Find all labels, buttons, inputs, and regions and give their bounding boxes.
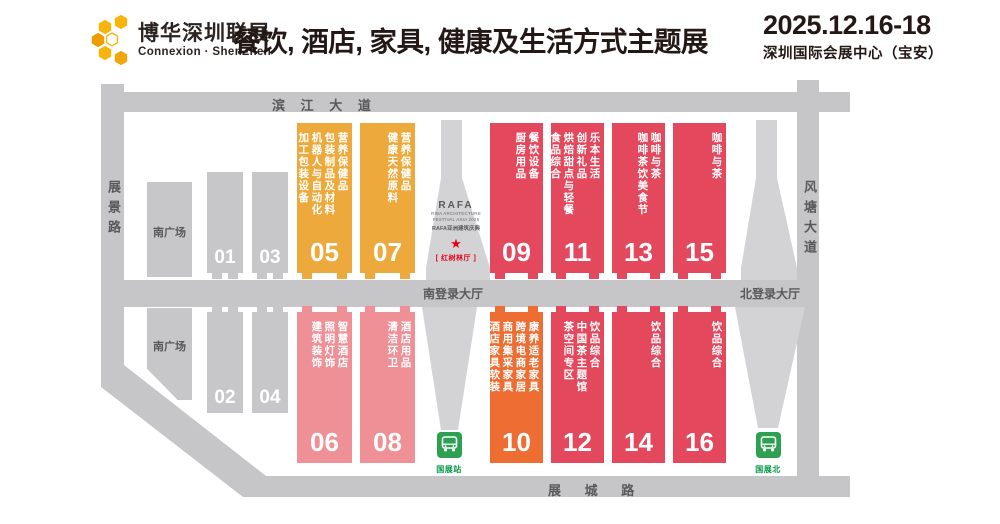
hall-category-label: 康养适老家具: [527, 321, 540, 393]
hall-category-label: 饮品综合: [588, 321, 601, 369]
road-label-bottom: 展 城 路: [548, 483, 645, 498]
north-entrance-hall-shape: [741, 120, 797, 280]
rafa-subtitle-2: FESTIVAL ASIA 2025: [432, 216, 480, 222]
hall-category-label: 酒店家具软装: [488, 321, 501, 393]
header: 博华深圳联展 Connexion · ShenZhen 餐饮, 酒店, 家具, …: [0, 0, 1000, 80]
hall-category-label: 健康天然原料: [386, 132, 399, 204]
event-date: 2025.12.16-18: [763, 10, 931, 40]
hall-category-label: 创新礼品: [575, 132, 588, 180]
north-concourse-label: 北登录大厅: [739, 287, 800, 301]
bottom-road: [255, 476, 850, 497]
rafa-landmark: RAFA RIBA ARCHITECTURE FESTIVAL ASIA 202…: [424, 200, 488, 263]
hall-category-label: 厨房用品: [514, 132, 527, 180]
hall-category-label: 烘焙甜点与轻餐: [562, 132, 575, 216]
hall-category-label: 乐本生活: [588, 132, 601, 180]
hall-category-label: 加工包装设备: [297, 132, 310, 204]
bus-icon: [436, 432, 462, 458]
rafa-subtitle-cn: RAFA亚洲建筑庆典: [432, 225, 480, 232]
rafa-subtitle-1: RIBA ARCHITECTURE: [431, 211, 481, 216]
hall-category-label: 咖啡与茶: [710, 132, 723, 180]
hall-04: 04: [252, 306, 288, 413]
logo: 博华深圳联展 Connexion · ShenZhen: [88, 13, 271, 67]
south-plaza-upper: 南广场: [147, 182, 192, 277]
hall-03: 03: [252, 172, 288, 279]
roads-background: [101, 80, 850, 497]
star-icon: ★: [450, 235, 462, 251]
hall-category-label: 饮品综合: [710, 321, 723, 369]
south-station-label: 国展站: [436, 465, 462, 474]
logo-title: 博华深圳联展: [138, 21, 270, 45]
hall-category-label: 茶空间专区: [562, 321, 575, 381]
hall-category-label: 智慧酒店: [336, 321, 349, 369]
hall-category-label: 商用集采家具: [501, 321, 514, 393]
hall-category-label: 饮品综合: [649, 321, 662, 369]
hall-category-label: 清洁环卫: [386, 321, 399, 369]
south-entrance-hall-shape: [426, 120, 490, 280]
logo-subtitle: Connexion · ShenZhen: [138, 46, 272, 59]
bus-icon: [755, 432, 781, 458]
hall-category-label: 包装制品及材料: [323, 132, 336, 216]
hall-category-label: 食品综合: [549, 132, 562, 180]
road-label-top: 滨 江 大 道: [272, 98, 377, 113]
hall-category-label: 机器人与自动化: [310, 132, 323, 216]
hall-category-label: 建筑装饰: [310, 321, 323, 369]
hall-category-label: 酒店用品: [399, 321, 412, 369]
hall-category-label: 营养保健品: [399, 132, 412, 192]
hall-category-label: 中国茶主题馆: [575, 321, 588, 393]
road-label-left: 展景路: [106, 180, 121, 240]
top-road: [101, 92, 850, 112]
hall-category-label: 咖啡茶饮美食节: [636, 132, 649, 216]
south-station: 国展站: [436, 432, 462, 475]
north-entrance-funnel: [735, 307, 805, 428]
concourse-band: [124, 280, 819, 307]
rafa-hall-name: [ 红树林厅 ]: [435, 254, 477, 262]
hall-02: 02: [207, 306, 243, 413]
north-station: 国展北: [755, 432, 781, 475]
hall-category-label: 营养保健品: [336, 132, 349, 192]
event-venue: 深圳国际会展中心（宝安）: [763, 46, 943, 63]
hall-category-label: 餐饮设备: [527, 132, 540, 180]
south-concourse-label: 南登录大厅: [422, 287, 483, 301]
hall-category-label: 咖啡与茶: [649, 132, 662, 180]
page-title: 餐饮, 酒店, 家具, 健康及生活方式主题展: [233, 26, 708, 57]
south-entrance-funnel: [422, 307, 477, 430]
rafa-title: RAFA: [438, 200, 474, 211]
hall-category-label: 跨境电商家居: [514, 321, 527, 393]
left-road: [101, 84, 124, 376]
road-label-right: 风塘大道: [802, 180, 817, 260]
honeycomb-logo-icon: [90, 13, 129, 67]
floorplan-map: 滨 江 大 道 展景路 风塘大道 展 城 路 南登录大厅 北登录大厅 南广场 南…: [0, 78, 1000, 524]
diagonal-road: [101, 365, 266, 497]
hall-category-label: 照明灯饰: [323, 321, 336, 369]
north-station-label: 国展北: [755, 465, 781, 474]
hall-01: 01: [207, 172, 243, 279]
